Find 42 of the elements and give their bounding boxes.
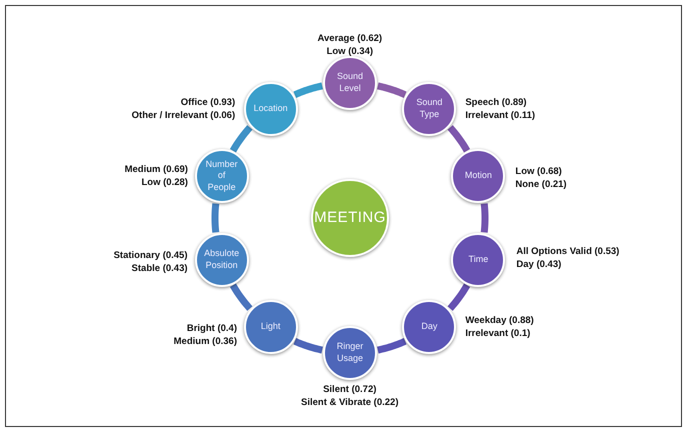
circle-label: Location xyxy=(252,102,289,115)
ring-connector xyxy=(230,125,252,152)
circle-label: Sound Type xyxy=(415,97,444,120)
option-values: Weekday (0.88) Irrelevant (0.1) xyxy=(465,315,534,341)
option-values: Silent (0.72) Silent & Vibrate (0.22) xyxy=(301,384,398,410)
factor-circle xyxy=(323,56,377,110)
factor-circle xyxy=(451,149,506,204)
circle-label: Number of People xyxy=(204,158,239,194)
factor-circle xyxy=(402,82,456,136)
ring-connector xyxy=(448,125,470,152)
factor-circle xyxy=(402,300,456,354)
factor-circle xyxy=(244,300,298,354)
option-values: Stationary (0.45) Stable (0.43) xyxy=(114,250,188,276)
center-circle xyxy=(311,179,389,257)
ring-connector xyxy=(376,82,407,98)
circle-label: Sound Level xyxy=(336,71,364,95)
ring-connector xyxy=(293,82,324,98)
factor-circle xyxy=(194,232,249,287)
option-values: Low (0.68) None (0.21) xyxy=(515,166,567,192)
factor-circle xyxy=(244,82,298,136)
circle-label: Absulote Position xyxy=(203,248,240,272)
option-values: Medium (0.69) Low (0.28) xyxy=(124,164,188,190)
option-values: Speech (0.89) Irrelevant (0.11) xyxy=(465,96,536,122)
option-values: Office (0.93) Other / Irrelevant (0.06) xyxy=(132,96,236,122)
ring-connector xyxy=(293,338,324,354)
circle-label: Time xyxy=(468,254,490,266)
ring-connector xyxy=(376,338,407,354)
ring-connector xyxy=(212,202,220,234)
option-values: Average (0.62) Low (0.34) xyxy=(318,33,382,59)
option-values: Bright (0.4) Medium (0.36) xyxy=(174,323,237,349)
factor-circle xyxy=(451,232,506,287)
circle-label: Light xyxy=(260,321,282,334)
factor-circle xyxy=(323,326,377,380)
circle-label: MEETING xyxy=(313,208,387,228)
circle-label: Ringer Usage xyxy=(336,341,364,365)
ring-connector xyxy=(480,202,488,234)
option-values: All Options Valid (0.53) Day (0.43) xyxy=(516,246,620,272)
ring-connector xyxy=(230,284,252,311)
ring-connector xyxy=(448,284,470,311)
circle-label: Day xyxy=(420,321,438,334)
factor-circle xyxy=(194,149,249,204)
circle-label: Motion xyxy=(464,170,493,182)
